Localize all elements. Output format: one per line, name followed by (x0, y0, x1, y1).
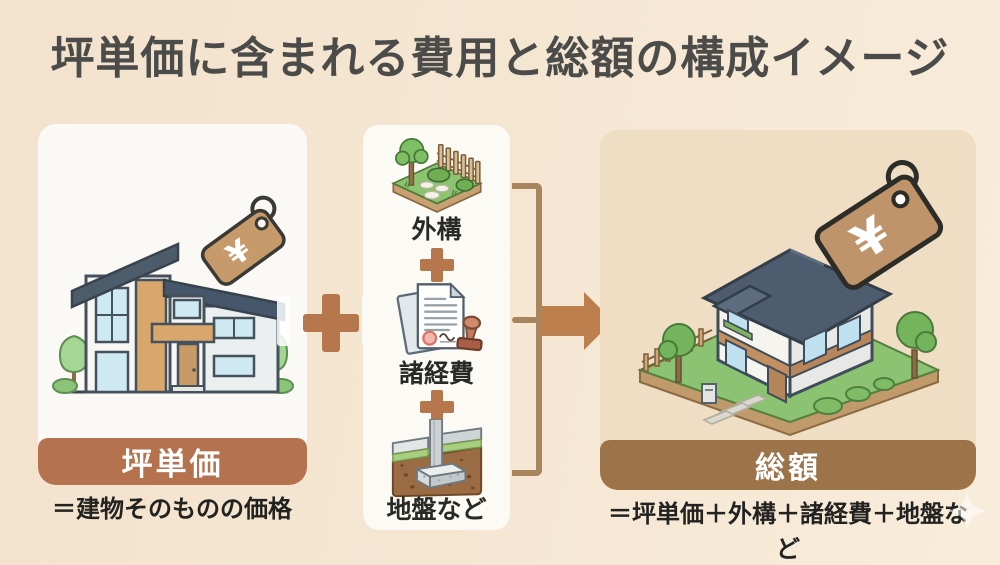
garden-exterior-icon (390, 138, 483, 213)
item-label-gaikou: 外構 (411, 215, 462, 244)
modern-house-with-price-tag-illustration: ¥ (52, 195, 294, 394)
sparkle-icon (947, 491, 987, 531)
tsubo-price-card: ¥ 坪単価 (38, 124, 307, 485)
plus-icon (419, 390, 454, 424)
price-tag-icon: ¥ (200, 195, 286, 286)
total-price-label-bar: 総額 (600, 440, 976, 490)
bracket-brace (512, 183, 542, 476)
tsubo-price-label: 坪単価 (121, 447, 224, 483)
plus-icon (303, 294, 359, 352)
plus-icon (419, 248, 454, 282)
tree-icon (52, 334, 90, 394)
documents-stamp-icon (395, 282, 483, 355)
item-label-shokeihi: 諸経費 (398, 359, 474, 388)
bracket-middle-tick (512, 317, 538, 323)
arrow-right-icon (541, 292, 613, 350)
tree-icon (896, 311, 937, 379)
item-label-jiban: 地盤など (386, 495, 487, 524)
total-price-card: ¥ 総額 (600, 130, 976, 490)
tree-icon (658, 323, 696, 383)
white-divider-bar (277, 296, 290, 346)
page-title: 坪単価に含まれる費用と総額の構成イメージ (50, 33, 950, 84)
tsubo-price-caption: ＝建物そのものの価格 (52, 495, 292, 523)
total-price-caption: ＝坪単価＋外構＋諸経費＋地盤など (608, 500, 968, 563)
extra-costs-card: 外構 (363, 125, 510, 530)
total-price-label: 総額 (755, 451, 821, 486)
foundation-ground-icon (391, 419, 482, 498)
price-tag-icon: ¥ (814, 160, 944, 291)
isometric-house-with-yard-price-tag-illustration: ¥ (637, 160, 944, 437)
tsubo-price-label-bar: 坪単価 (38, 438, 307, 485)
